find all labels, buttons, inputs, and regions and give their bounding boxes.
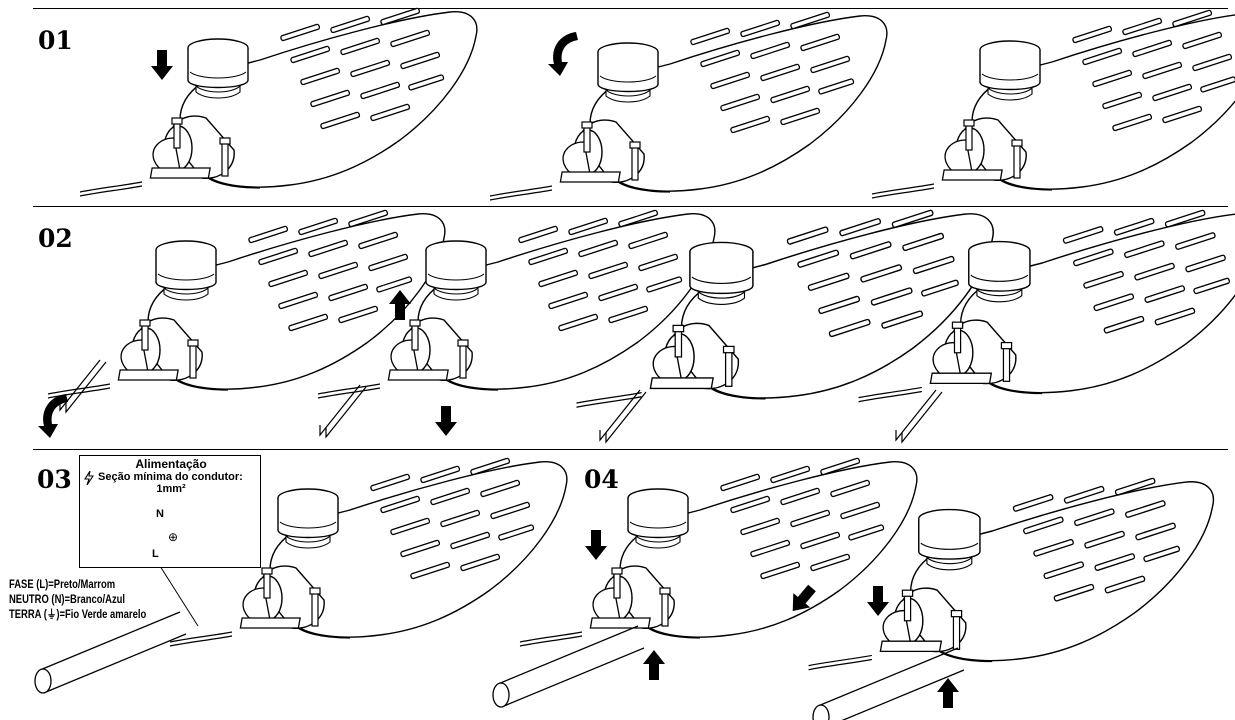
divider-row-02	[33, 206, 1228, 207]
min-section-value: 1mm²	[156, 483, 186, 495]
min-section-label: Seção mínima do condutor:	[98, 471, 243, 483]
step-02-illustrations	[38, 210, 1235, 443]
divider-row-03	[33, 449, 1228, 450]
terra-prefix: TERRA (	[9, 609, 47, 621]
wire-legend-fase: FASE (L)=Preto/Marrom	[9, 579, 116, 591]
step-label-02: 02	[38, 224, 73, 253]
step-label-04: 04	[584, 465, 619, 494]
step-04-illustrations	[492, 458, 1213, 720]
terra-suffix: )=Fio Verde amarelo	[56, 609, 147, 621]
wire-legend-terra: TERRA (⏚)=Fio Verde amarelo	[9, 608, 146, 622]
ground-icon: ⏚	[46, 609, 57, 621]
terminal-n-label: N	[156, 508, 164, 520]
power-spec-box: Alimentação Seção mínima do condutor: 1m…	[79, 455, 261, 568]
power-title: Alimentação	[135, 457, 207, 471]
step-01-illustrations	[80, 8, 1235, 200]
step-label-01: 01	[38, 26, 73, 55]
earth-icon: ⊕	[168, 530, 179, 544]
step-label-03: 03	[37, 465, 72, 494]
terminal-l-label: L	[152, 548, 159, 560]
lightning-icon	[84, 471, 94, 485]
wire-legend-neutro: NEUTRO (N)=Branco/Azul	[9, 594, 126, 606]
divider-top	[33, 8, 1228, 9]
